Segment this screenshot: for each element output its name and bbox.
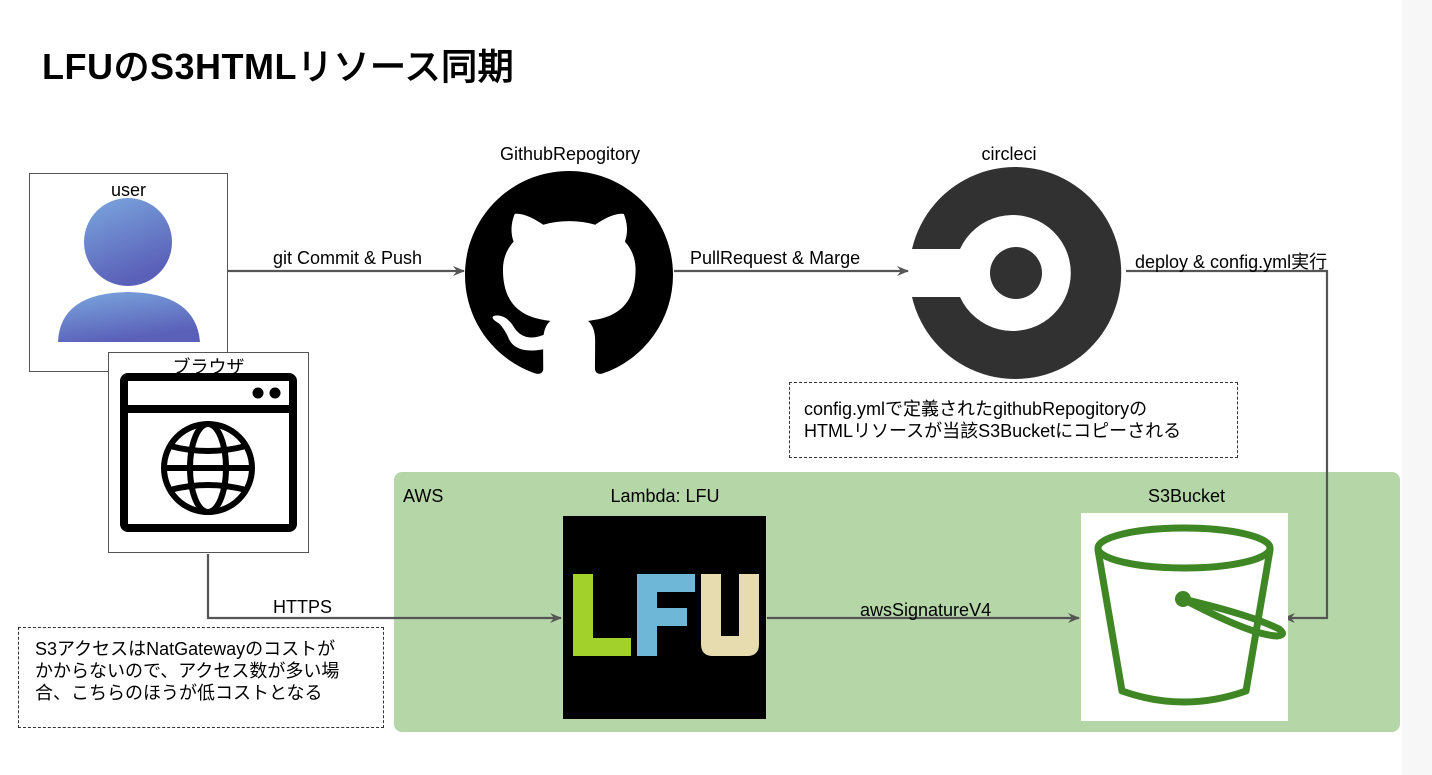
s3-label: S3Bucket	[1147, 486, 1226, 506]
config-note-line-1: config.ymlで定義されたgithubRepogitoryの	[804, 399, 1148, 419]
github-icon	[465, 171, 673, 374]
lfu-logo	[573, 574, 759, 656]
browser-label: ブラウザ	[172, 357, 245, 377]
nat-note-line-1: S3アクセスはNatGatewayのコストが	[35, 639, 336, 659]
nat-note-line-2: かからないので、アクセス数が多い場	[35, 661, 340, 681]
lambda-label: Lambda: LFU	[610, 486, 720, 506]
browser-icon	[120, 373, 297, 532]
config-note-line-2: HTMLリソースが当該S3Bucketにコピーされる	[804, 421, 1182, 441]
aws-label: AWS	[403, 486, 444, 506]
commit-edge-label: git Commit & Push	[273, 248, 423, 268]
signature-edge-label: awsSignatureV4	[860, 600, 992, 620]
right-scroll-strip	[1402, 0, 1432, 775]
page-title: LFUのS3HTMLリソース同期	[42, 46, 515, 87]
https-arrow	[206, 554, 562, 623]
circleci-icon	[912, 167, 1122, 379]
deploy-edge-label: deploy & config.yml実行	[1135, 252, 1328, 272]
config-note: config.ymlで定義されたgithubRepogitoryの HTMLリソ…	[789, 382, 1238, 458]
s3-bucket-icon	[1094, 524, 1286, 706]
https-edge-label: HTTPS	[273, 597, 333, 617]
nat-note-line-3: 合、こちらのほうが低コストとなる	[35, 683, 323, 703]
pull-request-edge-label: PullRequest & Marge	[690, 248, 861, 268]
user-icon	[58, 198, 200, 342]
globe-icon	[161, 421, 255, 515]
deploy-arrow	[1126, 269, 1329, 623]
nat-note: S3アクセスはNatGatewayのコストが かからないので、アクセス数が多い場…	[18, 627, 384, 728]
github-label: GithubRepogitory	[499, 144, 641, 164]
user-label: user	[110, 180, 146, 200]
circleci-label: circleci	[981, 144, 1037, 164]
